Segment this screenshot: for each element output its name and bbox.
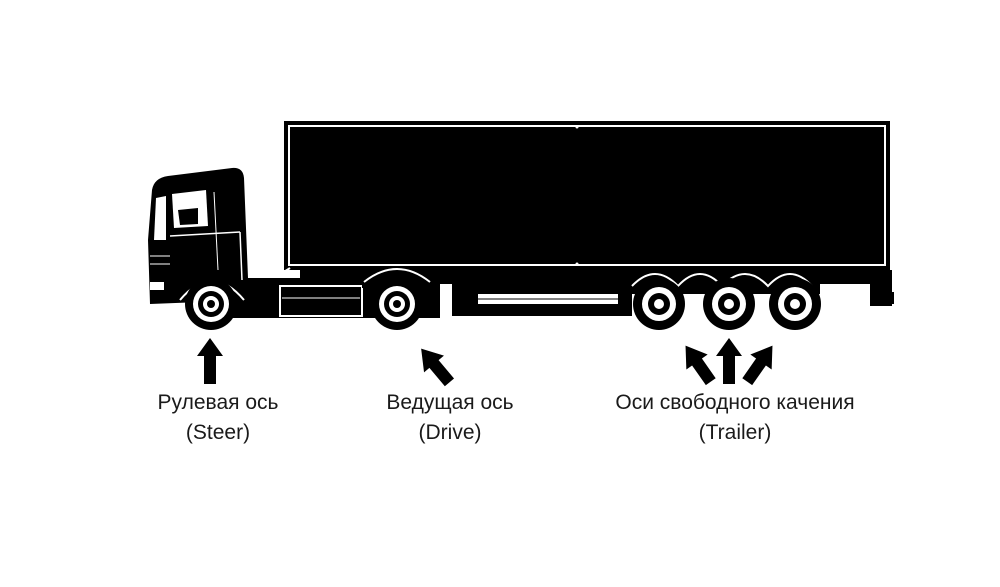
arrow-up-right-icon — [742, 345, 773, 386]
trailer-box-outline — [288, 125, 886, 266]
arrow-up-icon — [197, 338, 223, 384]
drive-axle-label-en: (Drive) — [418, 421, 482, 444]
trailer-wheel — [769, 278, 821, 330]
trailer-box — [284, 121, 890, 270]
trailer-wheel — [633, 278, 685, 330]
arrow-up-left-icon — [421, 348, 455, 387]
steer-axle-label-ru: Рулевая ось — [157, 391, 279, 414]
fuel-tank — [279, 285, 363, 317]
drive-wheel — [371, 278, 423, 330]
steer-axle-label-en: (Steer) — [185, 421, 251, 444]
windshield — [154, 196, 166, 240]
semi-trailer — [284, 121, 894, 316]
trailer-axle-label: Оси свободного качения (Trailer) — [585, 388, 885, 448]
drive-axle-label: Ведущая ось (Drive) — [350, 388, 550, 448]
steer-axle-label: Рулевая ось (Steer) — [118, 388, 318, 448]
drive-axle-label-ru: Ведущая ось — [386, 391, 514, 414]
steer-wheel — [185, 278, 237, 330]
arrow-up-icon — [716, 338, 742, 384]
wheels — [185, 278, 821, 330]
trailer-axle-label-ru: Оси свободного качения — [615, 391, 855, 414]
tractor-cab — [148, 167, 252, 304]
trailer-wheel — [703, 278, 755, 330]
arrow-up-left-icon — [685, 345, 716, 386]
axle-arrows — [197, 338, 773, 387]
trailer-axle-label-en: (Trailer) — [698, 421, 772, 444]
